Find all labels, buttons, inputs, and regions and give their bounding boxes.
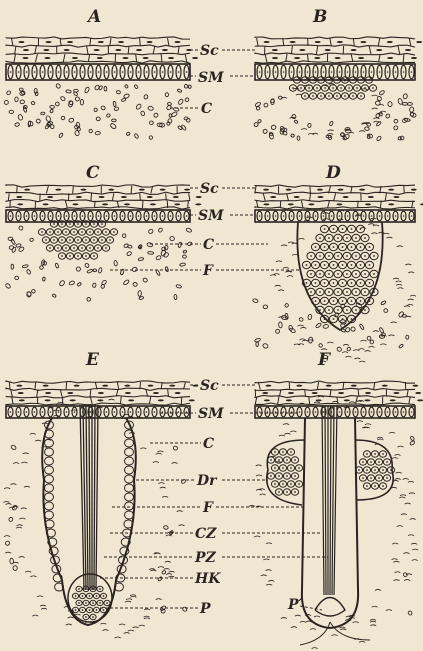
label-E-HK: HK bbox=[194, 571, 221, 587]
panel-letter-F: F bbox=[317, 350, 332, 370]
label-E-CZ: CZ bbox=[195, 526, 217, 542]
label-E-P: P bbox=[199, 601, 211, 617]
panel-letter-C: C bbox=[86, 163, 100, 183]
label-E-SM: SM bbox=[198, 406, 224, 422]
panel-letter-A: A bbox=[86, 7, 101, 27]
label-A-SM: SM bbox=[198, 70, 224, 86]
panel-E bbox=[3, 381, 198, 638]
label-E-Sc: Sc bbox=[200, 378, 219, 394]
label-A-Sc: Sc bbox=[200, 43, 219, 59]
label-E-C: C bbox=[203, 436, 214, 452]
label-A-C: C bbox=[201, 101, 212, 117]
panel-letter-E: E bbox=[85, 350, 100, 370]
label-E-F: F bbox=[202, 500, 214, 516]
panel-F bbox=[249, 381, 423, 649]
label-C-C: C bbox=[203, 237, 214, 253]
panel-D bbox=[252, 185, 423, 362]
label-E-PZ: PZ bbox=[194, 550, 217, 566]
panel-letter-D: D bbox=[325, 163, 341, 183]
panel-letter-B: B bbox=[312, 7, 327, 27]
label-C-SM: SM bbox=[198, 208, 224, 224]
panel-A bbox=[4, 37, 198, 140]
label-E-Dr: Dr bbox=[196, 473, 218, 489]
panel-C bbox=[5, 185, 202, 302]
panel-B bbox=[253, 37, 422, 142]
label-F-Pprime: P′ bbox=[287, 597, 303, 613]
label-C-F: F bbox=[202, 263, 214, 279]
label-C-Sc: Sc bbox=[200, 181, 219, 197]
